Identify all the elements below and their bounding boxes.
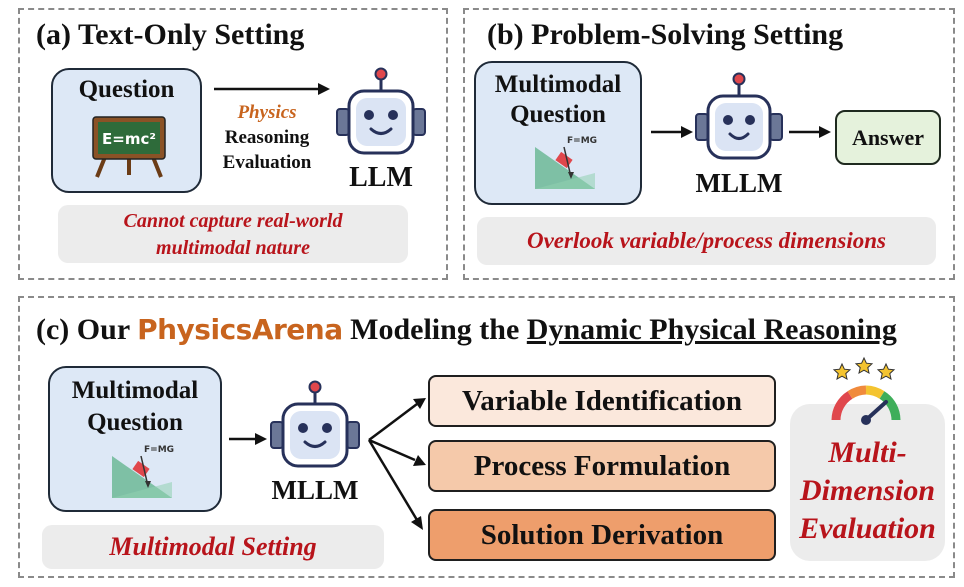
- title-prefix: (c) Our: [36, 313, 130, 346]
- llm-label: LLM: [349, 162, 413, 193]
- formula-label-c: F=MG: [144, 445, 174, 455]
- robot-icon: [336, 67, 426, 155]
- step-solution-derivation: Solution Derivation: [428, 509, 776, 561]
- arrow-label-reasoning: Reasoning: [224, 127, 310, 148]
- question-box: Question E=mc²: [51, 68, 202, 193]
- limitation-note-a: Cannot capture real-world multimodal nat…: [58, 205, 408, 263]
- eval-line3: Evaluation: [799, 512, 936, 545]
- answer-label: Answer: [851, 124, 925, 150]
- star-icon: [832, 362, 852, 380]
- question-label: Question: [78, 76, 175, 103]
- arrow-label: Physics Reasoning Evaluation: [205, 100, 329, 175]
- gauge-icon: [831, 356, 901, 425]
- robot-icon: [695, 72, 783, 160]
- title-middle: Modeling the: [350, 313, 520, 346]
- question-c-line2: Question: [87, 409, 183, 436]
- incline-diagram-icon: F=MG: [535, 136, 597, 189]
- evaluation-panel: [790, 404, 945, 561]
- panel-text-only: [18, 8, 448, 280]
- question-line1: Multimodal: [494, 71, 622, 98]
- robot-icon: [270, 380, 360, 468]
- multimodal-setting-note: Multimodal Setting: [42, 525, 384, 569]
- multimodal-question-box: Multimodal Question F=MG: [474, 61, 642, 205]
- panel-b-title: (b) Problem-Solving Setting: [487, 18, 844, 51]
- note-a-line2: multimodal nature: [156, 237, 310, 259]
- panel-problem-solving: [463, 8, 955, 280]
- arrow-mllm-to-answer: [789, 126, 831, 138]
- star-icon: [876, 362, 896, 380]
- arrow-question-to-mllm-c: [229, 433, 267, 445]
- step-variable-identification: Variable Identification: [428, 375, 776, 427]
- question-line2: Question: [510, 101, 606, 128]
- mllm-label-b: MLLM: [695, 168, 783, 198]
- panel-a-title: (a) Text-Only Setting: [36, 18, 305, 51]
- limitation-note-b: Overlook variable/process dimensions: [477, 217, 936, 265]
- multimodal-question-box-c: Multimodal Question F=MG: [48, 366, 222, 512]
- evaluation-label: Multi- Dimension Evaluation: [790, 434, 945, 548]
- mllm-label-c: MLLM: [271, 475, 359, 505]
- answer-box: Answer: [835, 110, 941, 165]
- chalkboard-icon: E=mc²: [92, 116, 166, 178]
- note-a-line1: Cannot capture real-world: [123, 210, 343, 232]
- step-process-formulation: Process Formulation: [428, 440, 776, 492]
- eval-line2: Dimension: [799, 474, 936, 507]
- arrow-question-to-llm: [214, 83, 330, 95]
- panel-physicsarena: [18, 296, 955, 578]
- branch-arrows: [367, 398, 426, 530]
- panel-c-title: (c) Our PhysicsArena Modeling the Dynami…: [36, 313, 897, 347]
- board-formula: E=mc²: [102, 130, 156, 148]
- question-c-line1: Multimodal: [71, 377, 199, 404]
- eval-line1: Multi-: [828, 436, 907, 469]
- incline-diagram-icon: F=MG: [112, 445, 174, 498]
- physicsarena-brand: PhysicsArena: [137, 313, 343, 346]
- arrow-label-evaluation: Evaluation: [222, 152, 312, 173]
- arrow-label-physics: Physics: [237, 102, 297, 123]
- arrow-question-to-mllm: [651, 126, 693, 138]
- formula-label: F=MG: [567, 136, 597, 146]
- title-underlined: Dynamic Physical Reasoning: [526, 313, 897, 346]
- star-icon: [854, 356, 874, 374]
